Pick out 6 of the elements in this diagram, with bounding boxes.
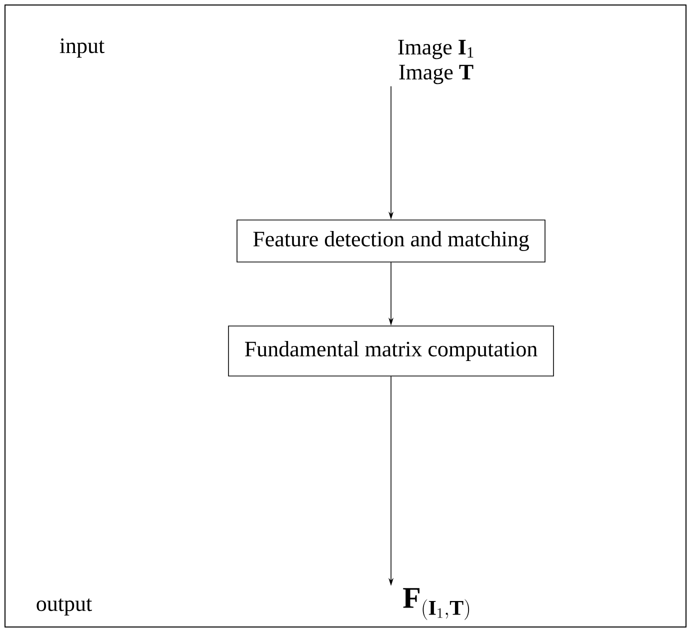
output-formula: $\mathbf{F}_{(\mathbf{I}_1,\mathbf{T})}$	[403, 588, 470, 620]
process-box: Feature detection and matching	[236, 220, 546, 262]
process-box: Fundamental matrix computation	[228, 326, 554, 376]
input-text: Image I$_{1}$ Image T	[398, 40, 474, 84]
side-label: input	[60, 38, 104, 58]
side-label: output	[36, 598, 92, 616]
